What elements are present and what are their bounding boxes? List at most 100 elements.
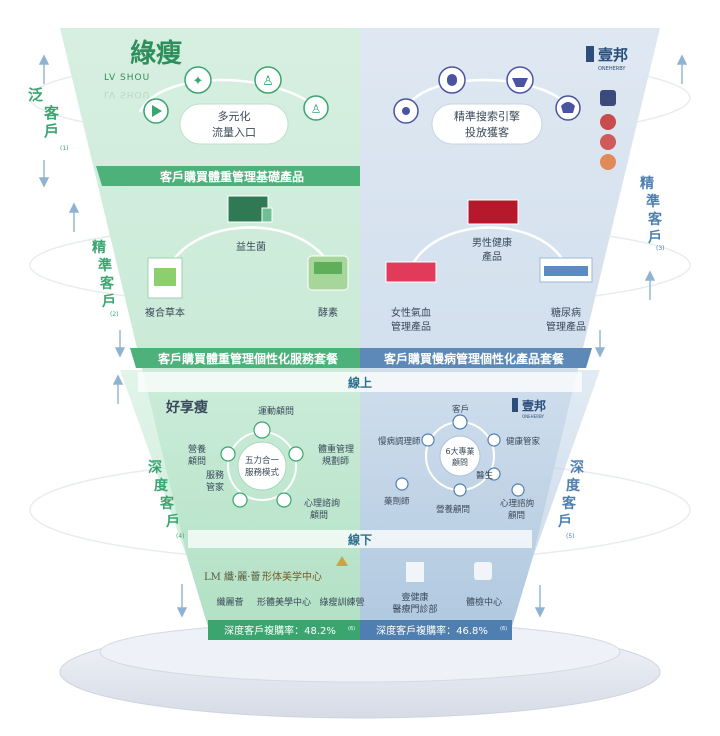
- role-pharmacist: 藥劑師: [384, 496, 410, 507]
- mortar-glyph: [512, 78, 528, 87]
- online-strip: [138, 372, 582, 392]
- oneherby-small-mark: [512, 398, 518, 412]
- fitness-icon: [184, 66, 212, 94]
- svg-text:(5): (5): [566, 533, 575, 540]
- lvshou-logo-sub: LV SHOU: [104, 73, 150, 83]
- offline-label: 線下: [348, 532, 372, 547]
- right-center-line1: 6大專業: [445, 446, 474, 456]
- role-customer: 客戶: [452, 404, 469, 415]
- right-rate-note: (6): [500, 626, 507, 632]
- role-butler-l2: 管家: [206, 481, 224, 493]
- female-qi-product-image: [385, 261, 437, 283]
- product-enzyme: 酵素: [318, 306, 338, 319]
- product-female-qi-l1: 女性氣血: [391, 306, 431, 319]
- left-banner-2: [130, 348, 360, 368]
- offline-left-2: 形體美學中心: [257, 596, 311, 608]
- offline-right-2: 體檢中心: [466, 596, 502, 608]
- left-role-icons: [220, 421, 304, 508]
- psychology-icon: [276, 492, 292, 508]
- role-doctor: 醫生: [476, 470, 494, 481]
- svg-text:泛: 泛: [28, 86, 43, 104]
- probiotic-product-image: [227, 195, 273, 223]
- svg-text:(4): (4): [176, 533, 185, 540]
- left-traffic-arc: [138, 78, 319, 113]
- svg-text:準: 準: [98, 257, 112, 274]
- lvshou-logo-text: 綠瘦: [130, 38, 182, 69]
- lm-logo: LM 纖·麗·薈: [204, 570, 260, 583]
- role-weight-plan-l1: 體重管理: [318, 443, 354, 455]
- left-icons: [143, 66, 329, 124]
- svg-text:客: 客: [43, 104, 60, 122]
- offline-left-1: 纖麗薈: [216, 596, 243, 608]
- svg-text:(2): (2): [110, 311, 119, 318]
- svg-text:精: 精: [92, 239, 106, 256]
- left-rate-note: (6): [348, 626, 355, 632]
- offline-left-3: 綠瘦訓練營: [319, 596, 364, 608]
- customer-icon: [452, 414, 468, 430]
- left-center-line2: 服務模式: [245, 467, 280, 478]
- right-callout-line1: 精準搜索引擎: [454, 109, 520, 123]
- haoxiangshou-logo: 好享瘦: [165, 399, 208, 416]
- camp-logo-icon: [336, 556, 348, 566]
- svg-text:戶: 戶: [166, 513, 180, 530]
- left-banner-2-text: 客戶購買體重管理個性化服務套餐: [157, 351, 339, 366]
- role-psychology-l2: 顧問: [310, 509, 328, 521]
- body-aesthetics-logo: 形体美学中心: [262, 570, 322, 583]
- left-callout-box: [179, 103, 289, 145]
- role-psychology-l1: 心理諮詢: [304, 497, 340, 509]
- svg-text:深: 深: [570, 459, 584, 476]
- walker-icon: [254, 66, 282, 94]
- runner-glyph: ♙: [311, 102, 322, 116]
- svg-text:戶: 戶: [44, 122, 59, 140]
- left-banner-1: [96, 166, 360, 186]
- right-service-center: [439, 435, 481, 477]
- role-psych-consult-l1: 心理諮詢: [500, 498, 535, 509]
- oneherby-logo-sub: ONEHERBY: [598, 66, 626, 72]
- offline-right-1-l1: 壹健康: [401, 591, 428, 603]
- left-brand-logo: 綠瘦 LV SHOU LV SHOU: [104, 38, 182, 99]
- play-glyph: [152, 105, 162, 117]
- svg-text:(3): (3): [656, 245, 665, 252]
- doctor-icon: [487, 467, 501, 481]
- right-role-icons: [395, 414, 525, 497]
- haoxiangshou-logo-text: 好享瘦: [165, 399, 208, 416]
- teapot-glyph: [561, 102, 575, 113]
- svg-text:度: 度: [566, 477, 581, 494]
- chronic-care-icon: [421, 433, 435, 447]
- right-search-arc: [402, 78, 571, 113]
- svg-text:戶: 戶: [648, 229, 662, 246]
- role-chronic-care: 慢病調理師: [378, 436, 421, 447]
- herbal-product-image: [147, 257, 183, 299]
- enzyme-product-image: [307, 255, 349, 291]
- badge-icon-1: [600, 90, 616, 106]
- medical-bag-icon: [474, 562, 492, 580]
- right-product-arc: [410, 226, 568, 266]
- clinic-building-icon: [406, 562, 424, 582]
- svg-text:客: 客: [647, 211, 663, 228]
- left-center-line1: 五力合一: [245, 455, 280, 466]
- svg-text:客: 客: [159, 495, 175, 512]
- left-product-arc: [168, 226, 332, 266]
- capsule-glyph: [447, 74, 457, 86]
- label-precise-customers-left: 精 準 客 戶 (2): [92, 239, 119, 318]
- runner-icon: [303, 95, 329, 121]
- svg-text:客: 客: [99, 275, 115, 292]
- badge-icon-4: [600, 154, 616, 170]
- left-banner-1-text: 客戶購買體重管理基礎產品: [159, 169, 304, 184]
- label-precise-customers-right: 精 準 客 戶 (3): [640, 175, 665, 252]
- label-deep-customers-right: 深 度 客 戶 (5): [558, 459, 584, 540]
- svg-text:準: 準: [646, 193, 660, 210]
- diabetes-product-image: [539, 257, 593, 283]
- lvshou-logo-reflection: LV SHOU: [104, 89, 150, 99]
- nutrition-icon: [220, 446, 236, 462]
- right-brand-logo: 壹邦 ONEHERBY: [586, 46, 628, 72]
- role-psych-consult-l2: 顧問: [508, 510, 525, 521]
- offline-right-1-l2: 醫療門診部: [392, 603, 437, 615]
- svg-text:深: 深: [148, 459, 162, 476]
- product-male-health-l2: 產品: [482, 250, 502, 263]
- walker-glyph: ♙: [262, 74, 274, 89]
- product-probiotic: 益生菌: [236, 240, 266, 253]
- label-deep-customers-left: 深 度 客 戶 (4): [148, 459, 185, 540]
- right-center-line2: 顧問: [452, 457, 468, 467]
